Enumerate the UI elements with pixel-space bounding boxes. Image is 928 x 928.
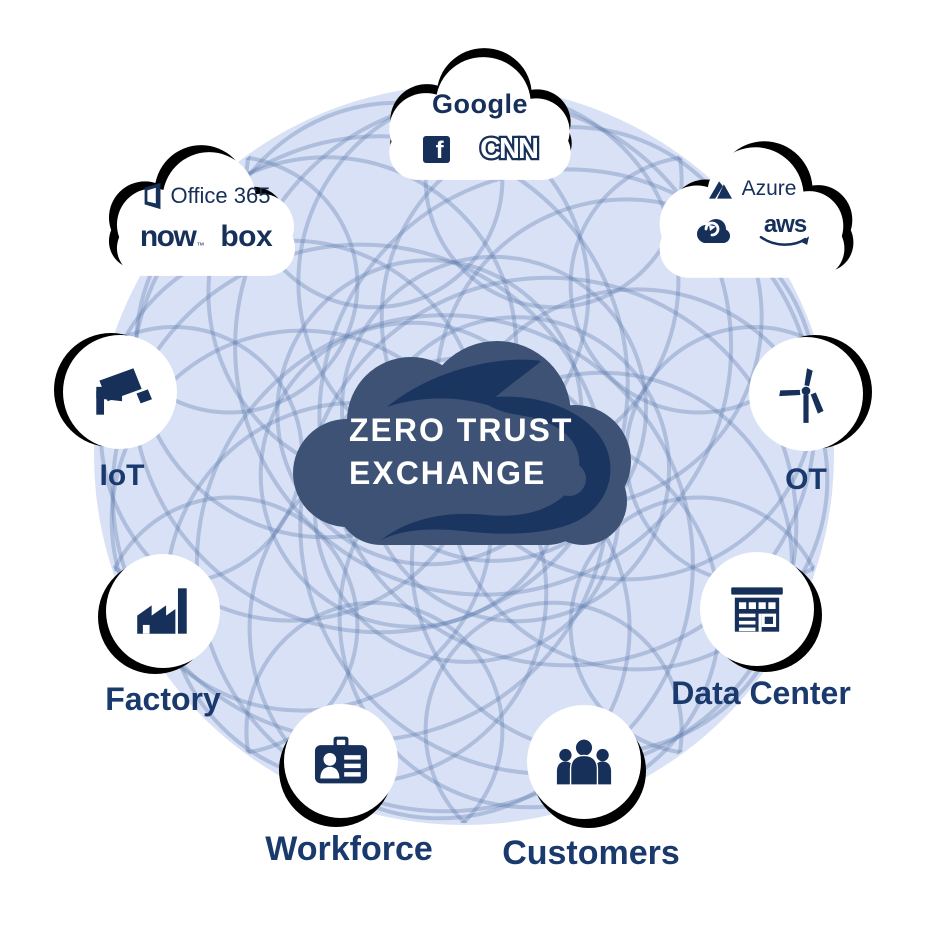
google-wordmark: Google xyxy=(432,89,528,119)
cctv-camera-icon xyxy=(96,368,152,415)
public-cloud-cloud: Azure aws xyxy=(642,145,862,280)
factory-icon xyxy=(137,588,187,634)
wind-turbine-icon xyxy=(779,368,824,423)
cloud-shape xyxy=(642,145,862,280)
ot-label: OT xyxy=(785,463,827,496)
aws-smile-icon xyxy=(759,235,810,246)
facebook-letter: f xyxy=(435,137,444,163)
center-title: ZERO TRUST EXCHANGE xyxy=(349,409,573,495)
workforce-label: Workforce xyxy=(265,830,433,868)
office-365-icon xyxy=(144,182,161,210)
zscaler-cloud-graphic xyxy=(293,341,631,545)
people-group-icon xyxy=(556,738,612,786)
customers-label: Customers xyxy=(502,834,680,872)
aws-cloud-icon xyxy=(697,219,730,243)
center-title-line1: ZERO TRUST xyxy=(349,412,574,448)
servicenow-trademark: ™ xyxy=(196,241,205,250)
saas-apps-cloud: Office 365 now ™ box xyxy=(100,150,312,278)
facebook-icon: f xyxy=(423,136,451,163)
box-logo: box xyxy=(220,220,273,253)
zscaler-swoosh xyxy=(381,359,611,540)
factory-node xyxy=(106,554,220,668)
data-center-building-icon xyxy=(731,587,783,632)
data-center-node xyxy=(700,552,814,666)
aws-logo: aws xyxy=(763,211,807,238)
azure-logo: Azure xyxy=(741,177,797,200)
azure-icon xyxy=(708,180,732,199)
center-title-line2: EXCHANGE xyxy=(349,455,547,491)
ot-node xyxy=(749,337,863,451)
id-badge-icon xyxy=(314,736,368,784)
cnn-logo: CNN xyxy=(478,131,541,168)
office-365-logo: Office 365 xyxy=(170,183,271,208)
cloud-shape xyxy=(100,150,312,278)
iot-label: IoT xyxy=(99,459,145,492)
servicenow-logo: now xyxy=(139,220,197,253)
customers-node xyxy=(527,705,641,819)
internet-apps-cloud: Google f CNN xyxy=(372,55,588,182)
workforce-node xyxy=(284,704,398,818)
factory-label: Factory xyxy=(105,681,221,717)
zero-trust-exchange-cloud xyxy=(283,333,645,565)
data-center-label: Data Center xyxy=(671,675,851,711)
iot-node xyxy=(63,335,177,449)
